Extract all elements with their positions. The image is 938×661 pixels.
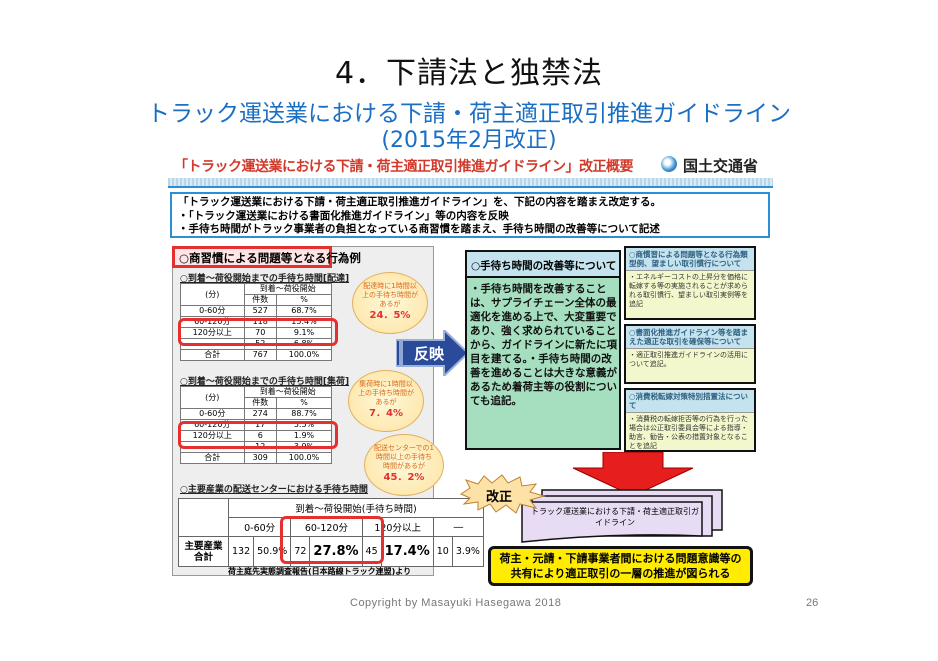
page-number: 26: [806, 597, 819, 609]
right-box: ○消費税転嫁対策特別措置法について ・消費税の転嫁拒否等の行為を行った場合は公正…: [624, 388, 756, 452]
kaisei-label: 改正: [486, 490, 513, 505]
slide-subtitle-date: (2015年2月改正): [381, 128, 557, 153]
summary-line: ・「トラック運送業における書面化推進ガイドライン」等の内容を反映: [178, 209, 509, 222]
arrow-down-icon: [572, 452, 694, 496]
mlit-logo-icon: [661, 156, 677, 172]
figure-title: 「トラック運送業における下請・荷主適正取引推進ガイドライン」改正概要: [174, 159, 634, 175]
callout-bubble: 集荷時に1時間以上の手待ち時間があるが 7．4%: [348, 370, 424, 432]
guideline-doc-label: トラック運送業における下請・荷主適正取引ガイドライン: [531, 507, 699, 527]
table1-unit: (分): [180, 283, 245, 306]
callout-bubble: 配送センターでの1時間以上の手待ち時間があるが 45．2%: [364, 434, 444, 496]
document-stack-icon: [521, 489, 723, 543]
summary-line: 「トラック運送業における下請・荷主適正取引推進ガイドライン」を、下記の内容を踏ま…: [178, 196, 661, 208]
example-panel-header: ○商習慣による問題等となる行為例: [172, 246, 361, 268]
table2-caption: ○到着～荷役開始までの手待ち時間[集荷]: [180, 377, 350, 387]
guideline-figure: 「トラック運送業における下請・荷主適正取引推進ガイドライン」改正概要 国土交通省…: [168, 152, 773, 587]
result-box: 荷主・元請・下請事業者間における問題意識等の共有により適正取引の一層の推進が図ら…: [488, 546, 753, 586]
burst-icon: [459, 474, 546, 514]
right-box: ○書面化推進ガイドライン等を踏まえた適正な取引を確保等について ・適正取引推進ガ…: [624, 324, 756, 384]
callout-percent: 45．2%: [383, 472, 425, 483]
summary-box: 「トラック運送業における下請・荷主適正取引推進ガイドライン」を、下記の内容を踏ま…: [170, 192, 770, 238]
callout-percent: 7．4%: [369, 408, 403, 419]
slide-title: 4．下請法と独禁法: [334, 56, 604, 91]
right-box: ○商慣習による問題等となる行為類型例、望ましい取引慣行について ・エネルギーコス…: [624, 246, 756, 320]
table-row: 主要産業合計 132 50.9% 72 27.8% 45 17.4% 10 3.…: [178, 536, 484, 567]
summary-line: ・手待ち時間がトラック事業者の負担となっている商習慣を踏まえ、手待ち時間の改善等…: [178, 223, 660, 235]
table1-caption: ○到着～荷役開始までの手待ち時間[配達]: [180, 274, 350, 284]
table3-caption: ○主要産業の配送センターにおける手待ち時間: [180, 485, 368, 495]
table1-group: 到着～荷役開始: [243, 283, 332, 295]
arrow-label: 反映: [414, 345, 445, 363]
callout-percent: 24．5%: [369, 310, 411, 321]
waiting-time-header: ○手待ち時間の改善等について: [465, 250, 621, 278]
copyright: Copyright by Masayuki Hasegawa 2018: [350, 597, 562, 609]
callout-bubble: 配達時に1時間以上の手待ち時間があるが 24．5%: [352, 272, 428, 334]
table1-col: %: [275, 294, 333, 306]
source-note: 荷主庭先実態調査報告(日本路線トラック連盟)より: [228, 567, 412, 576]
table1-col: 件数: [243, 294, 277, 306]
waiting-time-body: ・手待ち時間を改善することは、サプライチェーン全体の最適化を進める上で、大変重要…: [470, 283, 617, 407]
header-band: [168, 178, 773, 188]
ministry-name: 国土交通省: [683, 157, 759, 175]
arrow-right-icon: [396, 330, 468, 376]
slide-subtitle: トラック運送業における下請・荷主適正取引推進ガイドライン: [147, 101, 791, 127]
